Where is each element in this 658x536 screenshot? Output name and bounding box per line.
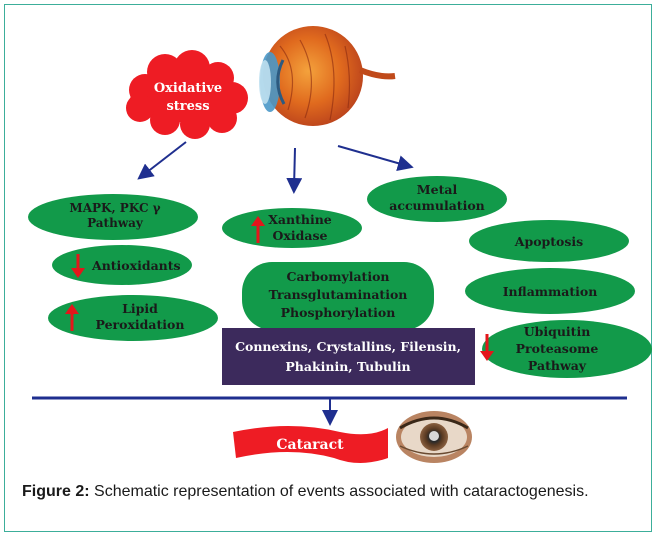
mapk-label-line1: MAPK, PKC γ — [69, 201, 160, 215]
lipid-label-line1: Lipid — [122, 301, 158, 316]
ubiquitin-label-line3: Pathway — [528, 358, 587, 373]
ubiquitin-proteasome-node: Ubiquitin Proteasome Pathway — [480, 320, 652, 378]
inflammation-label: Inflammation — [503, 284, 598, 299]
lens-proteins-box: Connexins, Crystallins, Filensin, Phakin… — [222, 328, 475, 385]
arrow-to-center — [286, 147, 303, 194]
metal-label-line1: Metal — [417, 182, 458, 197]
caption-label: Figure 2: — [22, 483, 90, 500]
xanthine-oxidase-node: Xanthine Oxidase — [222, 208, 362, 248]
up-arrow-icon — [251, 216, 265, 243]
ubiquitin-label-line1: Ubiquitin — [524, 324, 591, 339]
phosphorylation-label: Phosphorylation — [281, 305, 396, 320]
cataract-label: Cataract — [276, 437, 344, 453]
cataractogenesis-diagram: Oxidative stress MAPK, PKC γ Pathway Ant… — [28, 26, 652, 463]
down-arrow-icon — [480, 334, 494, 361]
figure-caption: Figure 2: Schematic representation of ev… — [22, 481, 638, 503]
up-arrow-icon — [65, 304, 79, 331]
xanthine-label-line2: Oxidase — [273, 228, 328, 243]
mapk-pathway-node: MAPK, PKC γ Pathway — [28, 194, 198, 240]
proteins-label-line2: Phakinin, Tubulin — [285, 359, 410, 374]
carbomylation-label: Carbomylation — [287, 269, 390, 284]
transglutamination-label: Transglutamination — [269, 287, 408, 302]
ubiquitin-label-line2: Proteasome — [516, 341, 599, 356]
proteins-label-line1: Connexins, Crystallins, Filensin, — [235, 339, 461, 354]
cataract-banner: Cataract — [233, 426, 388, 463]
antioxidants-label: Antioxidants — [91, 258, 181, 273]
lipid-peroxidation-node: Lipid Peroxidation — [48, 295, 218, 341]
down-arrow-icon — [71, 254, 85, 278]
lipid-label-line2: Peroxidation — [96, 317, 185, 332]
arrow-to-right-column — [337, 145, 414, 171]
eyeball-icon — [259, 26, 396, 126]
metal-accumulation-node: Metal accumulation — [367, 176, 507, 222]
mapk-label-line2: Pathway — [87, 216, 144, 230]
caption-text: Schematic representation of events assoc… — [94, 483, 589, 500]
oxidative-stress-cloud: Oxidative stress — [126, 50, 248, 139]
cataract-eye-icon — [396, 411, 472, 463]
inflammation-node: Inflammation — [465, 268, 635, 314]
apoptosis-node: Apoptosis — [469, 220, 629, 262]
xanthine-label-line1: Xanthine — [268, 212, 332, 227]
apoptosis-label: Apoptosis — [514, 234, 583, 249]
cloud-label-line2: stress — [166, 99, 209, 114]
cloud-label-line1: Oxidative — [154, 81, 222, 96]
antioxidants-node: Antioxidants — [52, 245, 192, 285]
arrow-to-left-column — [137, 141, 187, 180]
protein-modifications-node: Carbomylation Transglutamination Phospho… — [242, 262, 434, 330]
metal-label-line2: accumulation — [389, 198, 485, 213]
